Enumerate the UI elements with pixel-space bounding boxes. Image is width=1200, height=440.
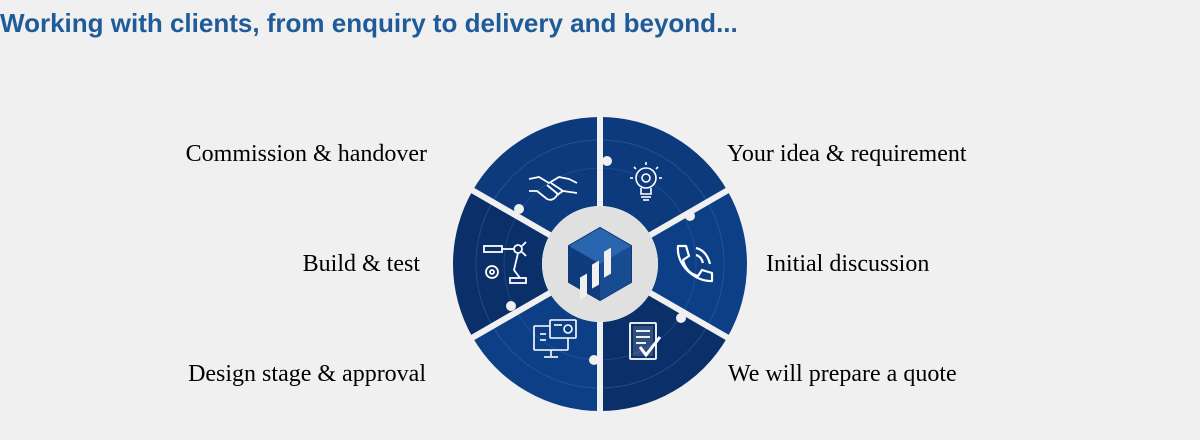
logo-cube-icon xyxy=(568,226,632,302)
puzzle-knobs xyxy=(506,156,695,365)
page-title: Working with clients, from enquiry to de… xyxy=(0,8,738,38)
segment-discussion xyxy=(650,190,747,338)
robot-arm-icon xyxy=(483,241,527,284)
step-label-quote: We will prepare a quote xyxy=(728,361,957,387)
lightbulb-icon xyxy=(630,162,662,201)
step-label-build: Build & test xyxy=(302,251,420,277)
handshake-icon xyxy=(528,176,578,201)
step-label-commission: Commission & handover xyxy=(185,141,427,167)
segment-build xyxy=(453,190,550,338)
design-monitor-icon xyxy=(533,319,577,358)
quote-document-icon xyxy=(629,322,662,360)
step-label-design: Design stage & approval xyxy=(188,361,426,387)
phone-icon xyxy=(676,244,714,283)
step-label-discussion: Initial discussion xyxy=(766,251,930,277)
step-label-idea: Your idea & requirement xyxy=(727,141,967,167)
